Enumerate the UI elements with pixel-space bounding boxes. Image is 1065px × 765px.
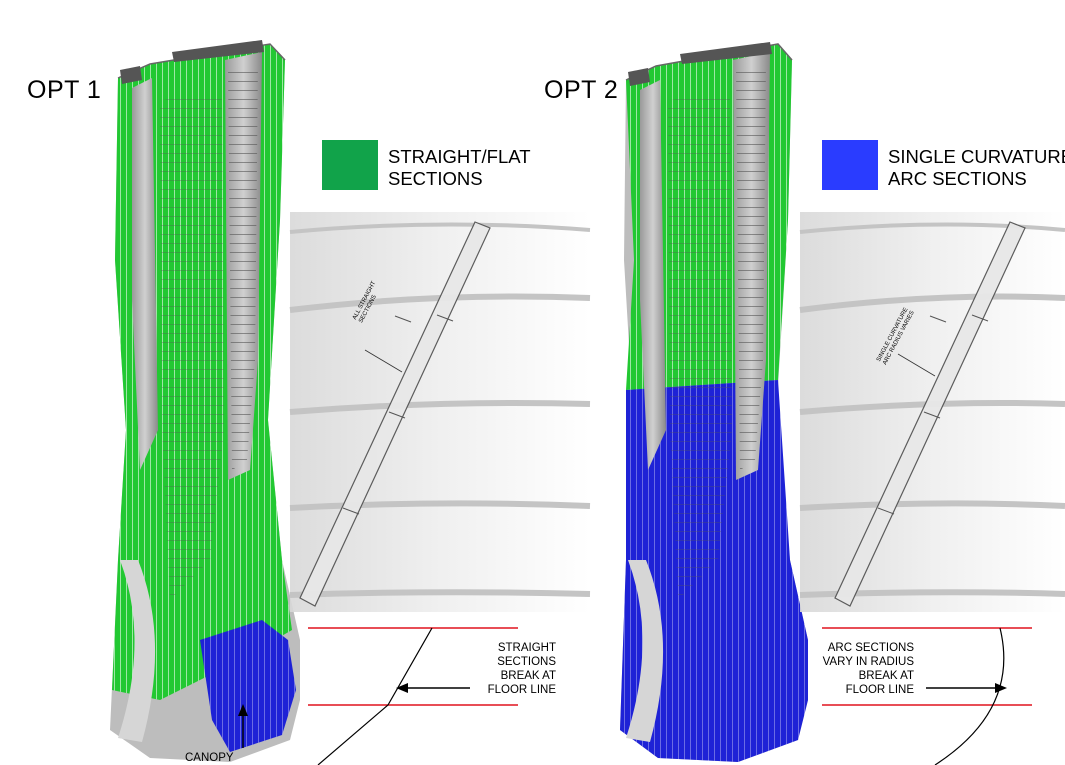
option-2-title: OPT 2 [544,76,619,104]
facade-detail-opt1 [289,212,591,612]
tower-opt2 [620,42,808,762]
floor-line-diagram-opt2 [822,627,1032,765]
note-opt2: ARC SECTIONS VARY IN RADIUS BREAK AT FLO… [822,642,914,696]
tower-opt1 [110,40,300,762]
legend-swatch-arc [822,140,878,190]
floor-line-diagram-opt1 [308,627,518,765]
note-opt1: STRAIGHT SECTIONS BREAK AT FLOOR LINE [487,642,556,696]
legend-swatch-straight [322,140,378,190]
facade-detail-opt2 [799,212,1065,612]
legend-label-straight: STRAIGHT/FLAT SECTIONS [388,146,531,189]
canopy-arrow [238,704,248,748]
canopy-label: CANOPY [185,752,234,764]
legend-label-arc: SINGLE CURVATURE ARC SECTIONS [888,146,1065,189]
option-1-title: OPT 1 [27,76,102,104]
